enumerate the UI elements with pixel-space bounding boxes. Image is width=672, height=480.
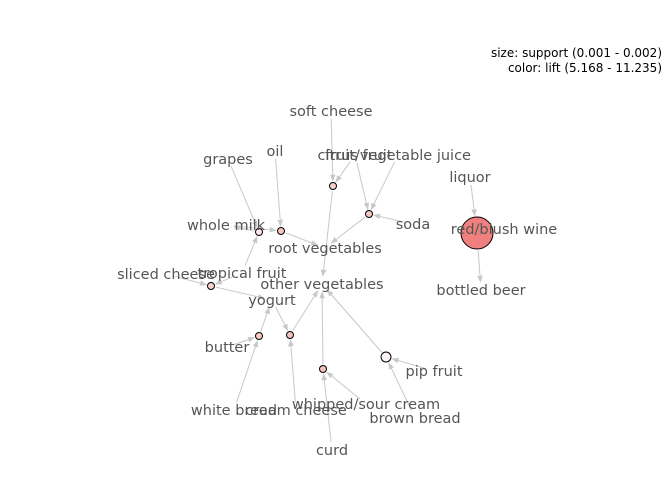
item-label-pip-fruit: pip fruit (405, 364, 462, 380)
legend: size: support (0.001 - 0.002) color: lif… (491, 46, 662, 76)
edge-pip-fruit-to-r9 (391, 357, 427, 370)
edge-whole-milk-to-r3 (233, 225, 277, 233)
rule-node-r3[interactable] (277, 227, 285, 235)
item-label-soda: soda (396, 217, 431, 233)
edge-liquor-to-r10 (470, 184, 477, 217)
item-label-root-vegetables: root vegetables (268, 241, 382, 257)
item-label-white-bread: white bread (191, 403, 277, 419)
item-label-yogurt: yogurt (248, 293, 296, 309)
edge-r7-to-other-vegetables (292, 290, 319, 332)
item-label-whole-milk: whole milk (187, 218, 266, 234)
rule-node-r10[interactable] (460, 216, 494, 250)
edge-sliced-cheese-to-r5 (173, 275, 207, 286)
item-labels-layer: soft cheese oil citrus fruitfruit/vegetabl… (117, 104, 557, 459)
edge-r3-to-root-vegetables (285, 232, 319, 246)
edge-r2-to-root-vegetables (330, 216, 366, 244)
edge-butter-to-r6 (234, 337, 255, 345)
rule-nodes-layer (207, 182, 494, 373)
item-label-oil: oil (267, 144, 284, 160)
rule-node-r1[interactable] (329, 182, 337, 190)
item-label-fruit-vegetable-juice: fruit/vegetable juice (325, 148, 471, 164)
rule-node-r7[interactable] (286, 331, 294, 339)
rule-node-r9[interactable] (380, 351, 392, 363)
legend-color-text: color: lift (5.168 - 11.235) (507, 61, 662, 75)
item-label-brown-bread: brown bread (369, 411, 460, 427)
edge-oil-to-r3 (275, 158, 283, 227)
edge-citrus-fruit-to-r2 (356, 162, 370, 210)
rule-node-r2[interactable] (365, 210, 373, 218)
item-label-curd: curd (316, 443, 348, 459)
item-label-grapes: grapes (203, 152, 253, 168)
rule-node-r4[interactable] (255, 228, 263, 236)
edge-white-bread-to-r6 (236, 340, 259, 403)
edge-whipped-sour-cream-to-r8 (326, 371, 361, 400)
item-label-tropical-fruit: tropical fruit (198, 266, 287, 282)
edges-layer (173, 118, 483, 443)
edge-r5-to-yogurt (215, 286, 265, 300)
item-label-red-blush-wine: red/blush wine (451, 222, 558, 238)
edge-curd-to-r8 (321, 373, 332, 443)
edge-tropical-fruit-to-r4 (244, 235, 258, 266)
item-label-sliced-cheese: sliced cheese (117, 267, 215, 283)
edge-r4-to-whole-milk (233, 225, 255, 232)
edge-r10-to-bottled-beer (477, 250, 483, 283)
item-label-whipped-sour-cream: whipped/sour cream (292, 397, 440, 413)
edge-soft-cheese-to-r1 (329, 118, 336, 182)
item-label-citrus-fruit: citrus fruit (318, 148, 393, 164)
rule-node-r8[interactable] (319, 365, 327, 373)
item-label-other-vegetables: other vegetables (260, 277, 383, 293)
item-label-bottled-beer: bottled beer (436, 283, 525, 299)
item-label-soft-cheese: soft cheese (289, 104, 372, 120)
edge-r1-to-other-vegetables (320, 190, 333, 277)
edge-r8-to-other-vegetables (319, 291, 325, 365)
edge-citrus-fruit-to-r1 (335, 161, 351, 183)
item-label-cream-cheese: cream cheese (245, 403, 347, 419)
legend-size-text: size: support (0.001 - 0.002) (490, 46, 662, 60)
edge-fruit-vegetable-juice-to-r2 (370, 161, 395, 211)
edge-yogurt-to-r7 (275, 306, 289, 332)
rule-node-r5[interactable] (207, 282, 215, 290)
rule-node-r6[interactable] (255, 332, 263, 340)
edge-tropical-fruit-to-r5 (214, 275, 235, 285)
edge-brown-bread-to-r9 (388, 362, 413, 411)
edge-r6-to-yogurt (260, 306, 270, 332)
item-label-liquor: liquor (449, 170, 490, 186)
edge-cream-cheese-to-r7 (288, 339, 296, 403)
edge-r9-to-other-vegetables (326, 289, 383, 353)
item-label-butter: butter (205, 340, 250, 356)
edge-soda-to-r2 (373, 213, 406, 223)
edge-grapes-to-r4 (230, 166, 258, 229)
